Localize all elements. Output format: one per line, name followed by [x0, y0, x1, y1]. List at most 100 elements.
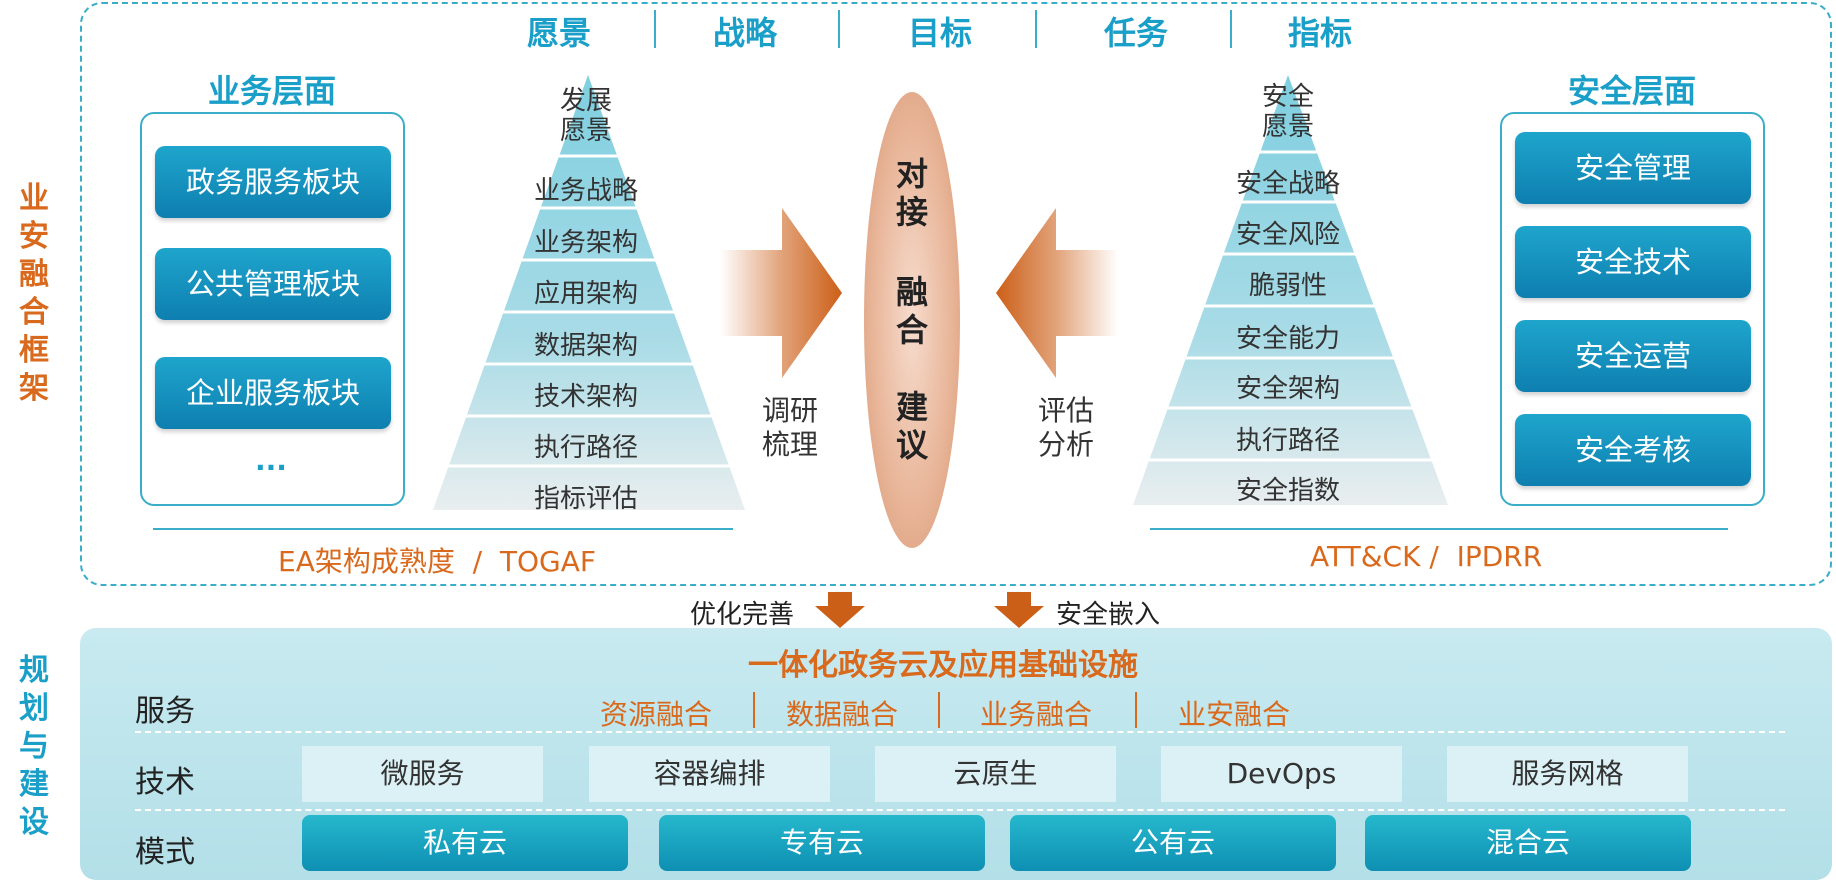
side-char: 与	[19, 729, 49, 764]
left-pyramid	[433, 75, 745, 510]
security-item-ops[interactable]: 安全运营	[1515, 320, 1751, 392]
oval-char: 融	[895, 273, 928, 311]
right-layer-sec-arch: 安全架构	[1235, 374, 1340, 404]
nav-goal: 目标	[908, 14, 973, 52]
service-divider	[753, 692, 755, 728]
oval-char: 合	[895, 311, 928, 349]
business-item-enterprise[interactable]: 企业服务板块	[155, 357, 391, 429]
side-char: 业	[19, 181, 49, 216]
down-arrow-left-icon	[815, 592, 865, 628]
right-layer-sec-strategy: 安全战略	[1235, 169, 1340, 199]
left-layer-app-arch: 应用架构	[533, 279, 638, 309]
nav-divider	[838, 10, 840, 48]
nav-vision: 愿景	[527, 14, 592, 52]
row-divider	[135, 731, 1785, 733]
arrow-text-line: 评估	[1037, 394, 1094, 427]
side-char: 架	[19, 371, 49, 406]
right-arrow-icon	[996, 208, 1118, 378]
left-arrow-icon	[720, 208, 842, 378]
side-char: 设	[19, 805, 49, 840]
oval-char: 议	[895, 426, 928, 464]
service-divider	[1135, 692, 1137, 728]
apex-line: 愿景	[559, 116, 612, 146]
right-pyramid-apex: 安全 愿景	[1188, 82, 1388, 142]
security-embed-text: 安全嵌入	[1056, 600, 1161, 630]
tech-devops[interactable]: DevOps	[1161, 746, 1402, 802]
business-item-public-mgmt[interactable]: 公共管理板块	[155, 248, 391, 320]
service-divider	[938, 692, 940, 728]
side-char: 合	[19, 295, 49, 330]
framework-frame	[80, 2, 1832, 586]
left-layer-biz-strategy: 业务战略	[533, 176, 638, 206]
right-standard-label: ATT&CK / IPDRR	[1310, 540, 1543, 573]
oval-char: 接	[895, 193, 928, 231]
business-more: ...	[255, 444, 287, 477]
right-baseline	[1150, 528, 1728, 530]
business-title: 业务层面	[207, 72, 336, 110]
center-oval-text-3: 建 议	[882, 388, 942, 464]
row-label-tech: 技术	[135, 765, 195, 800]
left-arrow-text: 调研 梳理	[755, 394, 825, 462]
tech-microservice[interactable]: 微服务	[302, 746, 543, 802]
nav-divider	[654, 10, 656, 48]
security-item-mgmt[interactable]: 安全管理	[1515, 132, 1751, 204]
side-char: 建	[19, 767, 49, 802]
security-item-tech[interactable]: 安全技术	[1515, 226, 1751, 298]
planning-side-label: 规 划 与 建 设	[16, 652, 52, 842]
tech-service-mesh[interactable]: 服务网格	[1447, 746, 1688, 802]
row-divider	[135, 809, 1785, 811]
left-layer-data-arch: 数据架构	[533, 331, 638, 361]
arrow-text-line: 调研	[761, 394, 818, 427]
left-standard-label: EA架构成熟度 / TOGAF	[278, 545, 596, 578]
mode-dedicated-cloud[interactable]: 专有云	[659, 815, 985, 871]
oval-char: 建	[895, 388, 928, 426]
right-arrow-text: 评估 分析	[1031, 394, 1101, 462]
side-char: 框	[19, 333, 49, 368]
nav-divider	[1230, 10, 1232, 48]
oval-char: 对	[895, 155, 928, 193]
arrow-text-line: 梳理	[761, 428, 818, 461]
down-arrow-right-icon	[994, 592, 1044, 628]
mode-public-cloud[interactable]: 公有云	[1010, 815, 1336, 871]
business-item-gov-service[interactable]: 政务服务板块	[155, 146, 391, 218]
right-layer-sec-capability: 安全能力	[1235, 324, 1340, 354]
nav-task: 任务	[1104, 14, 1169, 52]
row-label-service: 服务	[135, 694, 195, 729]
nav-divider	[1035, 10, 1037, 48]
right-layer-vulnerability: 脆弱性	[1248, 271, 1327, 301]
service-resource-fusion: 资源融合	[600, 698, 713, 731]
right-layer-exec-path: 执行路径	[1235, 426, 1340, 456]
center-oval-text-1: 对 接	[882, 155, 942, 231]
side-char: 融	[19, 257, 49, 292]
mode-hybrid-cloud[interactable]: 混合云	[1365, 815, 1691, 871]
left-layer-exec-path: 执行路径	[533, 433, 638, 463]
apex-line: 安全	[1261, 82, 1314, 112]
left-layer-biz-arch: 业务架构	[533, 228, 638, 258]
left-layer-metric-eval: 指标评估	[533, 484, 638, 514]
mode-private-cloud[interactable]: 私有云	[302, 815, 628, 871]
right-layer-sec-index: 安全指数	[1235, 476, 1340, 506]
service-data-fusion: 数据融合	[786, 698, 899, 731]
tech-cloud-native[interactable]: 云原生	[875, 746, 1116, 802]
framework-side-label: 业 安 融 合 框 架	[16, 180, 52, 408]
security-title: 安全层面	[1567, 72, 1696, 110]
left-layer-tech-arch: 技术架构	[533, 382, 638, 412]
nav-metric: 指标	[1288, 14, 1353, 52]
tech-container-orchestration[interactable]: 容器编排	[589, 746, 830, 802]
security-item-assess[interactable]: 安全考核	[1515, 414, 1751, 486]
service-bizsec-fusion: 业安融合	[1178, 698, 1291, 731]
optimize-text: 优化完善	[690, 600, 795, 630]
left-pyramid-apex: 发展 愿景	[486, 86, 686, 146]
side-char: 划	[19, 691, 49, 726]
infrastructure-title: 一体化政务云及应用基础设施	[748, 648, 1138, 683]
center-oval-text-2: 融 合	[882, 273, 942, 349]
nav-strategy: 战略	[713, 14, 778, 52]
service-business-fusion: 业务融合	[980, 698, 1093, 731]
side-char: 安	[19, 219, 49, 254]
arrow-text-line: 分析	[1037, 428, 1094, 461]
center-oval	[864, 92, 960, 548]
left-baseline	[153, 528, 733, 530]
apex-line: 愿景	[1261, 112, 1314, 142]
apex-line: 发展	[559, 86, 612, 116]
right-layer-sec-risk: 安全风险	[1235, 220, 1340, 250]
